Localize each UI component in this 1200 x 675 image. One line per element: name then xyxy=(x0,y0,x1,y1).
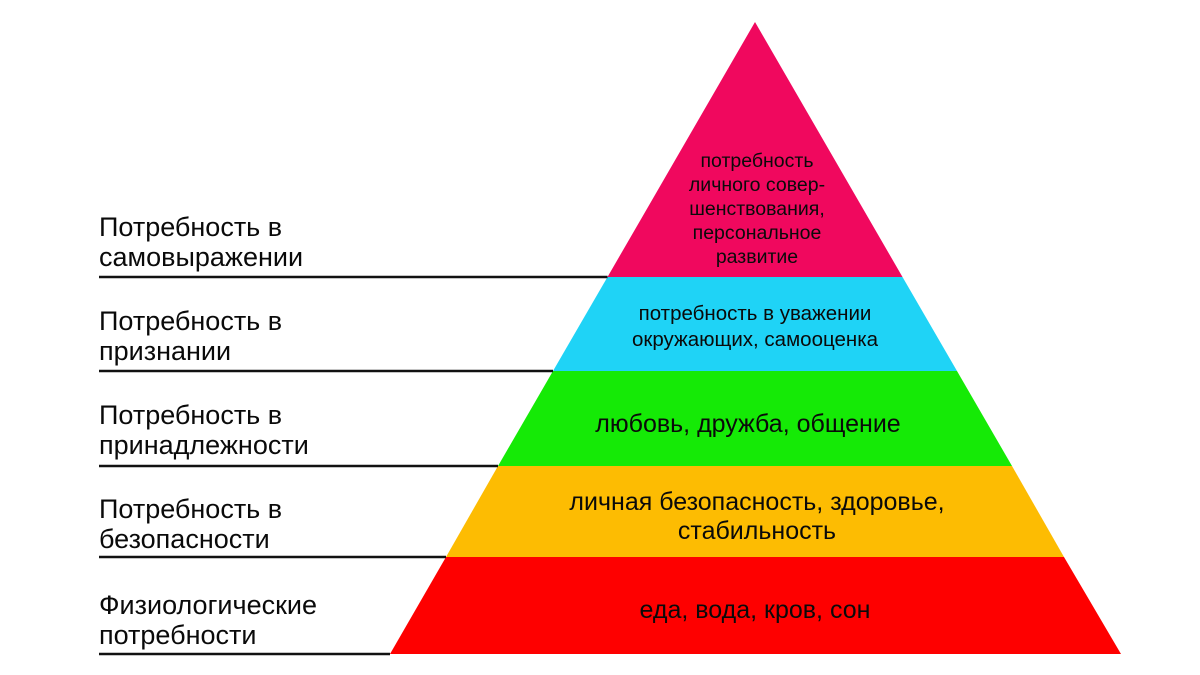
side-label-esteem: Потребность в признании xyxy=(99,306,282,366)
level-safety xyxy=(446,466,1064,557)
inner-text-line: еда, вода, кров, сон xyxy=(639,596,871,624)
side-label-line: признании xyxy=(99,336,232,366)
inner-text-self-actualization: потребность личного совер- шенствования,… xyxy=(689,149,825,269)
side-label-line: принадлежности xyxy=(99,430,309,460)
inner-text-safety: личная безопасность, здоровье, стабильно… xyxy=(569,488,944,546)
side-label-line: самовыражении xyxy=(99,242,304,272)
side-label-self-actualization: Потребность в самовыражении xyxy=(99,212,303,272)
inner-text-line: шенствования, xyxy=(689,198,825,220)
inner-text-esteem: потребность в уважении окружающих, самоо… xyxy=(632,301,878,353)
inner-text-belonging: любовь, дружба, общение xyxy=(595,410,900,439)
side-label-line: Потребность в xyxy=(99,306,283,336)
inner-text-line: потребность xyxy=(700,150,814,172)
level-belonging xyxy=(498,371,1012,466)
level-esteem xyxy=(553,277,957,371)
side-label-line: Потребность в xyxy=(99,212,283,242)
level-physiological xyxy=(390,557,1121,654)
side-label-line: безопасности xyxy=(99,524,270,554)
inner-text-physiological: еда, вода, кров, сон xyxy=(640,596,871,625)
level-self-actualization xyxy=(607,22,903,277)
inner-text-line: любовь, дружба, общение xyxy=(595,410,901,438)
inner-text-line: развитие xyxy=(715,246,799,268)
side-label-line: Потребность в xyxy=(99,494,283,524)
inner-text-line: потребность в уважении xyxy=(638,302,872,325)
inner-text-line: стабильность xyxy=(677,517,837,545)
side-label-line: потребности xyxy=(99,620,257,650)
inner-text-line: окружающих, самооценка xyxy=(631,328,879,351)
inner-text-line: личная безопасность, здоровье, xyxy=(569,488,945,516)
side-label-belonging: Потребность в принадлежности xyxy=(99,400,309,460)
inner-text-line: личного совер- xyxy=(688,174,826,196)
side-label-safety: Потребность в безопасности xyxy=(99,494,282,554)
side-label-line: Физиологические xyxy=(99,590,317,620)
side-label-physiological: Физиологические потребности xyxy=(99,590,317,650)
inner-text-line: персональное xyxy=(692,222,822,244)
side-label-line: Потребность в xyxy=(99,400,283,430)
